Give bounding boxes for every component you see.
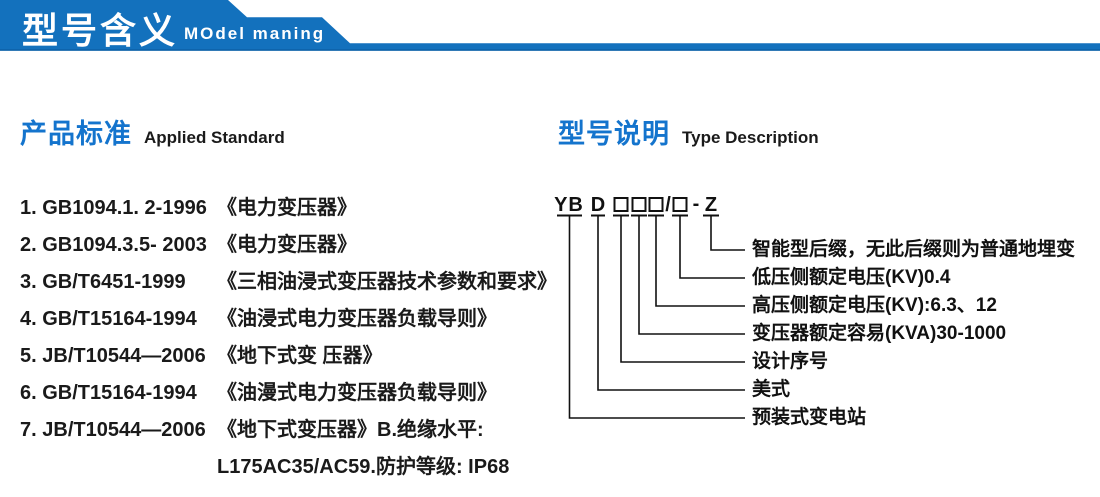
code-placeholder-box <box>613 197 629 212</box>
standard-code: GB/T15164-1994 <box>42 382 197 404</box>
standard-list-item: 4. GB/T15164-1994 《油浸式电力变压器负载导则》 <box>20 301 550 338</box>
standard-number: 4. <box>20 308 37 330</box>
banner-title-en: MOdel maning <box>184 24 326 43</box>
code-type-letter: D <box>591 194 605 216</box>
standards-heading-en: Applied Standard <box>144 128 285 147</box>
standard-number: 2. <box>20 234 37 256</box>
leader-lines <box>568 215 745 419</box>
standard-title: 《电力变压器》 <box>217 197 357 219</box>
diagram-label-hv-voltage: 高压侧额定电压(KV):6.3、12 <box>752 295 997 316</box>
diagram-label-lv-voltage: 低压侧额定电压(KV)0.4 <box>752 267 951 288</box>
standard-code: GB/T15164-1994 <box>42 308 197 330</box>
diagram-label-american-style: 美式 <box>752 379 791 400</box>
standard-title: 《地下式变 压器》 <box>217 345 383 367</box>
standard-code: GB1094.3.5- 2003 <box>42 234 207 256</box>
standard-number: 7. <box>20 419 37 441</box>
standard-code: GB1094.1. 2-1996 <box>42 197 207 219</box>
banner-title-zh: 型号含义 <box>22 10 179 51</box>
standard-title: 《地下式变压器》B.绝缘水平: <box>217 419 484 441</box>
standard-number: 1. <box>20 197 37 219</box>
standard-number: 3. <box>20 271 37 293</box>
model-code-diagram: YB D / - Z <box>554 193 745 419</box>
standard-title: 《油漫式电力变压器负载导则》 <box>217 382 497 404</box>
model-heading-zh: 型号说明 <box>558 119 670 149</box>
standards-heading-zh: 产品标准 <box>20 119 132 149</box>
code-placeholder-box <box>648 197 664 212</box>
code-prefix: YB <box>554 194 584 216</box>
code-placeholder-box <box>631 197 647 212</box>
standard-list-item: 2. GB1094.3.5- 2003 《电力变压器》 <box>20 227 550 264</box>
code-placeholder-box <box>672 197 688 212</box>
standard-number: 5. <box>20 345 37 367</box>
standard-list-item: 7. JB/T10544—2006 《地下式变压器》B.绝缘水平: <box>20 412 550 449</box>
standard-list-item: 5. JB/T10544—2006 《地下式变 压器》 <box>20 338 550 375</box>
standard-continuation-text: L175AC35/AC59.防护等级: IP68 <box>217 456 510 478</box>
diagram-label-smart-suffix: 智能型后缀，无此后缀则为普通地埋变 <box>752 239 1076 260</box>
diagram-label-rated-capacity: 变压器额定容易(KVA)30-1000 <box>752 323 1007 344</box>
standard-number: 6. <box>20 382 37 404</box>
banner-ribbon-shape <box>0 0 1100 51</box>
standard-list-item: 3. GB/T6451-1999 《三相油浸式变压器技术参数和要求》 <box>20 264 557 301</box>
standard-list-item: 1. GB1094.1. 2-1996 《电力变压器》 <box>20 190 550 227</box>
standards-section-heading: 产品标准 Applied Standard <box>20 112 285 151</box>
diagram-label-prefab-substation: 预装式变电站 <box>752 407 867 428</box>
standard-title: 《电力变压器》 <box>217 234 357 256</box>
code-dash: - <box>693 193 700 215</box>
standard-continuation-line: L175AC35/AC59.防护等级: IP68 <box>20 449 550 486</box>
standard-list-item: 6. GB/T15164-1994 《油漫式电力变压器负载导则》 <box>20 375 550 412</box>
standard-code: JB/T10544—2006 <box>42 345 206 367</box>
code-slash: / <box>665 194 671 216</box>
model-heading-en: Type Description <box>682 128 819 147</box>
code-suffix: Z <box>705 194 717 216</box>
diagram-label-design-serial: 设计序号 <box>752 351 829 372</box>
standard-title: 《油浸式电力变压器负载导则》 <box>217 308 497 330</box>
standard-code: GB/T6451-1999 <box>42 271 186 293</box>
model-section-heading: 型号说明 Type Description <box>558 112 819 151</box>
standard-code: JB/T10544—2006 <box>42 419 206 441</box>
standard-title: 《三相油浸式变压器技术参数和要求》 <box>217 271 557 293</box>
page-banner: 型号含义 MOdel maning <box>0 0 1100 52</box>
standards-list: 1. GB1094.1. 2-1996 《电力变压器》 2. GB1094.3.… <box>20 190 557 486</box>
